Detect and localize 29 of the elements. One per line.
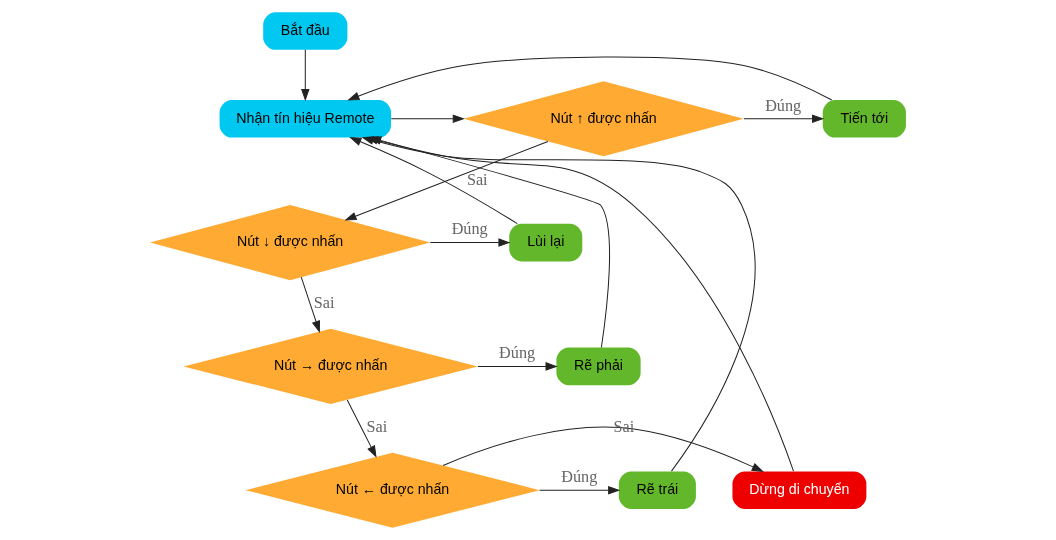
arrow [301, 49, 310, 102]
node-diamond: Nút ↑ được nhấn [463, 81, 744, 157]
node-box: Rẽ trái [618, 471, 696, 509]
node-diamond: Nút → được nhấn [183, 328, 478, 404]
arrow [743, 114, 825, 124]
arrow [539, 485, 621, 495]
edge-label: Đúng [499, 344, 536, 363]
arrow [429, 238, 511, 247]
arrow [477, 362, 558, 371]
node-box: Lùi lại [509, 223, 583, 262]
arrow [347, 56, 833, 101]
arrow [300, 276, 321, 333]
node-box: Nhận tín hiệu Remote [219, 100, 392, 138]
edge-label: Đúng [765, 96, 802, 115]
edge-label: Sai [313, 294, 335, 313]
edge-label: Sai [366, 418, 388, 437]
arrow [390, 114, 465, 124]
edge-label: Sai [466, 170, 488, 189]
node-box: Dừng di chuyển [732, 471, 867, 509]
node-box: Rẽ phải [556, 347, 641, 386]
edge-label: Đúng [451, 220, 488, 239]
arrow [346, 399, 377, 458]
node-diamond: Nút ← được nhấn [245, 452, 540, 528]
node-box: Bắt đầu [263, 12, 348, 50]
edge-label: Đúng [561, 467, 598, 486]
arrow [442, 426, 764, 472]
node-diamond: Nút ↓ được nhấn [150, 205, 431, 281]
arrow [344, 140, 549, 221]
node-box: Tiến tới [822, 100, 906, 138]
